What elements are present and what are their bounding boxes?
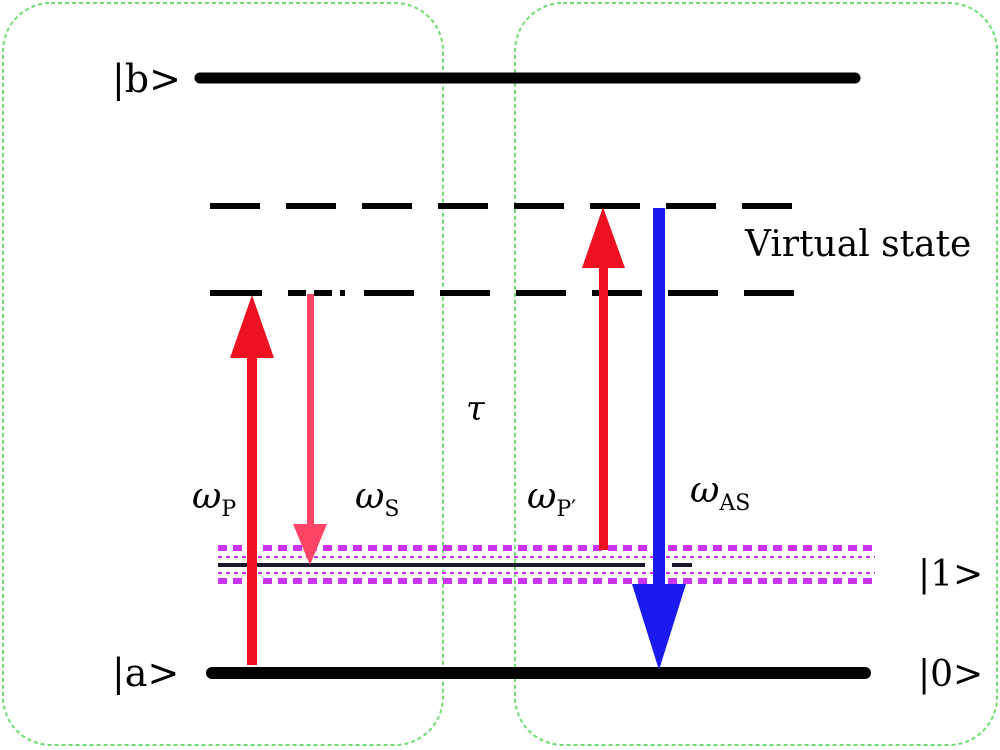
- level-b-label: |b>: [112, 57, 181, 101]
- pump-label-sub: P: [221, 497, 236, 522]
- stokes-label: ωS: [355, 476, 399, 522]
- virtual-state-label: Virtual state: [744, 224, 971, 265]
- anti-stokes-arrow: [632, 208, 686, 670]
- level-1-label: |1>: [918, 554, 983, 595]
- stokes-label-symbol: ω: [355, 476, 384, 517]
- left-frame: [2, 2, 444, 746]
- pump-label-symbol: ω: [192, 476, 221, 517]
- delay-tau-label: τ: [466, 389, 486, 429]
- probe-arrow: [582, 207, 625, 550]
- probe-label: ωP′: [527, 476, 576, 522]
- probe-label-symbol: ω: [527, 476, 556, 517]
- anti-stokes-label: ωAS: [690, 470, 750, 516]
- pump-label: ωP: [192, 476, 236, 522]
- level-a-label: |a>: [112, 651, 179, 695]
- probe-label-sub: P′: [556, 497, 576, 522]
- pump-arrow: [230, 295, 274, 665]
- anti-stokes-label-sub: AS: [718, 491, 750, 516]
- stokes-label-sub: S: [384, 497, 399, 522]
- anti-stokes-label-symbol: ω: [690, 470, 719, 511]
- stokes-arrow: [293, 294, 327, 565]
- right-frame: [514, 2, 998, 746]
- level-0-label: |0>: [918, 654, 983, 695]
